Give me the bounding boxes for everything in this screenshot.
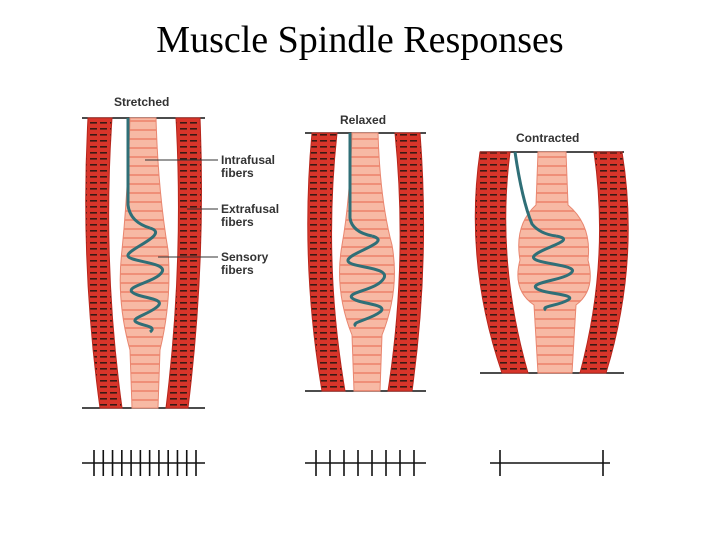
extrafusal-fiber-left: [307, 132, 346, 392]
sensory-fiber: [513, 151, 574, 312]
firing-trace-contracted: [490, 450, 610, 476]
extrafusal-fiber-right: [579, 151, 629, 374]
extrafusal-fiber-right: [387, 132, 425, 392]
label-leaders: [145, 159, 218, 258]
extrafusal-fiber-left: [85, 117, 123, 409]
intrafusal-fiber: [339, 132, 395, 392]
page-title: Muscle Spindle Responses: [156, 19, 564, 61]
firing-trace-stretched: [82, 450, 205, 476]
state-label-stretched: Stretched: [114, 95, 170, 109]
firing-trace-relaxed: [305, 450, 426, 476]
label-intrafusal-fibers: Intrafusal fibers: [221, 153, 276, 180]
state-label-relaxed: Relaxed: [340, 113, 387, 127]
state-label-contracted: Contracted: [516, 131, 580, 145]
sensory-fiber: [126, 118, 164, 334]
extrafusal-fiber-left: [474, 151, 529, 374]
contracted-spindle: [474, 151, 629, 374]
extrafusal-fiber-right: [165, 117, 202, 409]
relaxed-spindle: [305, 132, 426, 392]
stretched-spindle: [82, 117, 205, 409]
intrafusal-fiber: [517, 151, 591, 374]
sensory-fiber: [346, 133, 386, 328]
label-extrafusal-fibers: Extrafusal fibers: [221, 202, 280, 229]
label-sensory-fibers: Sensory fibers: [221, 250, 269, 277]
